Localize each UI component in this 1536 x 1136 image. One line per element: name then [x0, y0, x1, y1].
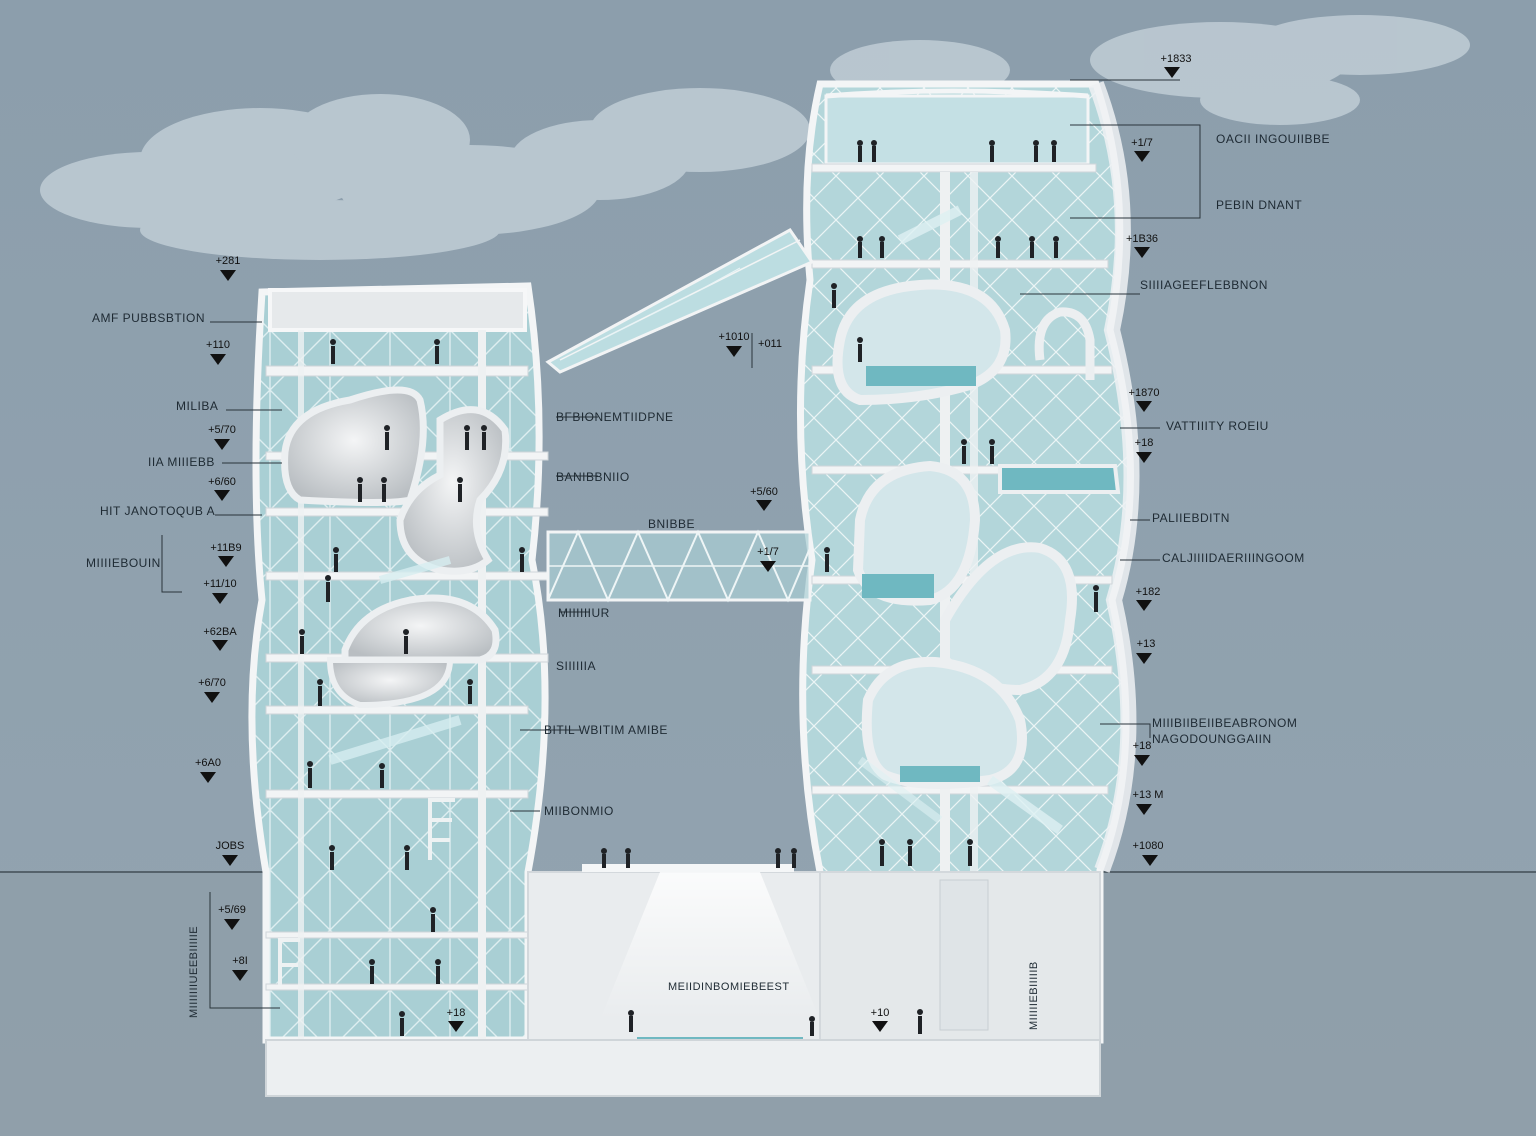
elevation-text-17: +1/7 [757, 546, 779, 558]
elevation-marker-27 [1136, 804, 1152, 815]
clouds [40, 15, 1470, 260]
elevation-marker-5 [218, 556, 234, 567]
right-label-3: SIIIIAGEEFLEBBNON [1140, 278, 1268, 292]
left-tower [248, 282, 549, 1044]
elevation-text-18: +10 [870, 1007, 890, 1019]
elevation-marker-4 [214, 490, 230, 501]
elevation-text-4: +6/60 [208, 476, 236, 488]
elevation-marker-14 [726, 346, 742, 357]
elevation-text-20: +1/7 [1131, 137, 1153, 149]
left-label-1: AMF PUBBSBTION [92, 311, 206, 325]
elevation-marker-26 [1134, 755, 1150, 766]
leader-lines [161, 79, 1201, 1009]
elevation-marker-23 [1136, 452, 1152, 463]
right-label-6: CALJIIIIDAERIIINGOOM [1162, 551, 1305, 565]
elevation-marker-2 [210, 354, 226, 365]
basement-right-vertical-label: MIIIIIEBIIIIIB [1028, 961, 1040, 1030]
elevation-marker-3 [214, 439, 230, 450]
elevation-marker-7 [212, 640, 228, 651]
elevation-text-19: +1833 [1160, 53, 1192, 65]
elevation-marker-6 [212, 593, 228, 604]
right-tower [796, 80, 1140, 1044]
elevation-text-10: JOBS [215, 840, 245, 852]
upper-sky-bridge [545, 228, 815, 374]
elevation-text-27: +13 M [1132, 789, 1164, 801]
right-label-2: PEBIN DNANT [1216, 198, 1303, 212]
elevation-text-22: +1870 [1128, 387, 1160, 399]
center-label-4: MIIIIIIUR [558, 606, 610, 620]
basement-hall [265, 864, 1101, 1097]
elevation-text-24: +182 [1135, 586, 1161, 598]
center-label-6: BITIL WBITIM AMIBE [544, 723, 668, 737]
elevation-text-9: +6A0 [195, 757, 221, 769]
elevation-text-13: +18 [446, 1007, 466, 1019]
elevation-marker-20 [1134, 151, 1150, 162]
elevation-marker-1 [220, 270, 236, 281]
elevation-marker-12 [232, 970, 248, 981]
elevation-marker-18 [872, 1021, 888, 1032]
elevation-marker-13 [448, 1021, 464, 1032]
right-label-5: PALIIEBDITN [1152, 511, 1230, 525]
center-label-3: BNIBBE [648, 517, 696, 531]
elevation-text-7: +62BA [203, 626, 237, 638]
elevation-marker-10 [222, 855, 238, 866]
elevation-marker-24 [1136, 600, 1152, 611]
elevation-text-25: +13 [1136, 638, 1156, 650]
elevation-text-11: +5/69 [218, 904, 246, 916]
left-label-4: HIT JANOTOQUB A [100, 504, 216, 518]
elevation-text-16: +5/60 [750, 486, 778, 498]
elevation-text-21: +1B36 [1125, 233, 1159, 245]
elevation-text-2: +110 [206, 339, 230, 351]
elevation-text-23: +18 [1134, 437, 1154, 449]
elevation-marker-17 [760, 561, 776, 572]
elevation-text-6: +11/10 [203, 578, 237, 590]
left-label-5: MIIIIEBOUIN [86, 556, 161, 570]
people-figures [299, 140, 1099, 1036]
elevation-text-5: +11B9 [210, 542, 242, 554]
elevation-text-12: +8I [232, 955, 248, 967]
elevation-text-26: +18 [1132, 740, 1152, 752]
right-label-8: NAGODOUNGGAIIN [1152, 732, 1272, 746]
center-label-8: MEIIDINBOMIEBEEST [668, 981, 790, 993]
center-label-7: MIIBONMIO [544, 804, 614, 818]
left-label-3: IIA MIIIEBB [148, 455, 215, 469]
basement-vertical-label: MIIIIIIIUEEBIIIIIE [188, 925, 200, 1018]
elevation-text-3: +5/70 [208, 424, 236, 436]
elevation-text-1: +281 [215, 255, 241, 267]
elevation-marker-22 [1136, 401, 1152, 412]
elevation-text-8: +6/70 [198, 677, 226, 689]
elevation-marker-25 [1136, 653, 1152, 664]
elevation-text-15: +011 [758, 338, 782, 350]
right-label-1: OACII INGOUIIBBE [1216, 132, 1331, 146]
right-label-7: MIIIBIIBEIIBEABRONOM [1152, 716, 1298, 730]
left-label-2: MILIBA [176, 399, 219, 413]
elevation-text-14: +1010 [718, 331, 750, 343]
center-label-1: BFBIONEMTIIDPNE [556, 410, 674, 424]
elevation-marker-28 [1142, 855, 1158, 866]
elevation-marker-8 [204, 692, 220, 703]
elevation-marker-11 [224, 919, 240, 930]
center-label-5: SIIIIIIA [556, 659, 597, 673]
elevation-marker-16 [756, 500, 772, 511]
elevation-marker-21 [1134, 247, 1150, 258]
center-label-2: BANIBBNIIO [556, 470, 630, 484]
elevation-marker-9 [200, 772, 216, 783]
right-label-4: VATTIIITY ROEIU [1166, 419, 1269, 433]
elevation-text-28: +1080 [1132, 840, 1164, 852]
elevation-marker-19 [1164, 67, 1180, 78]
